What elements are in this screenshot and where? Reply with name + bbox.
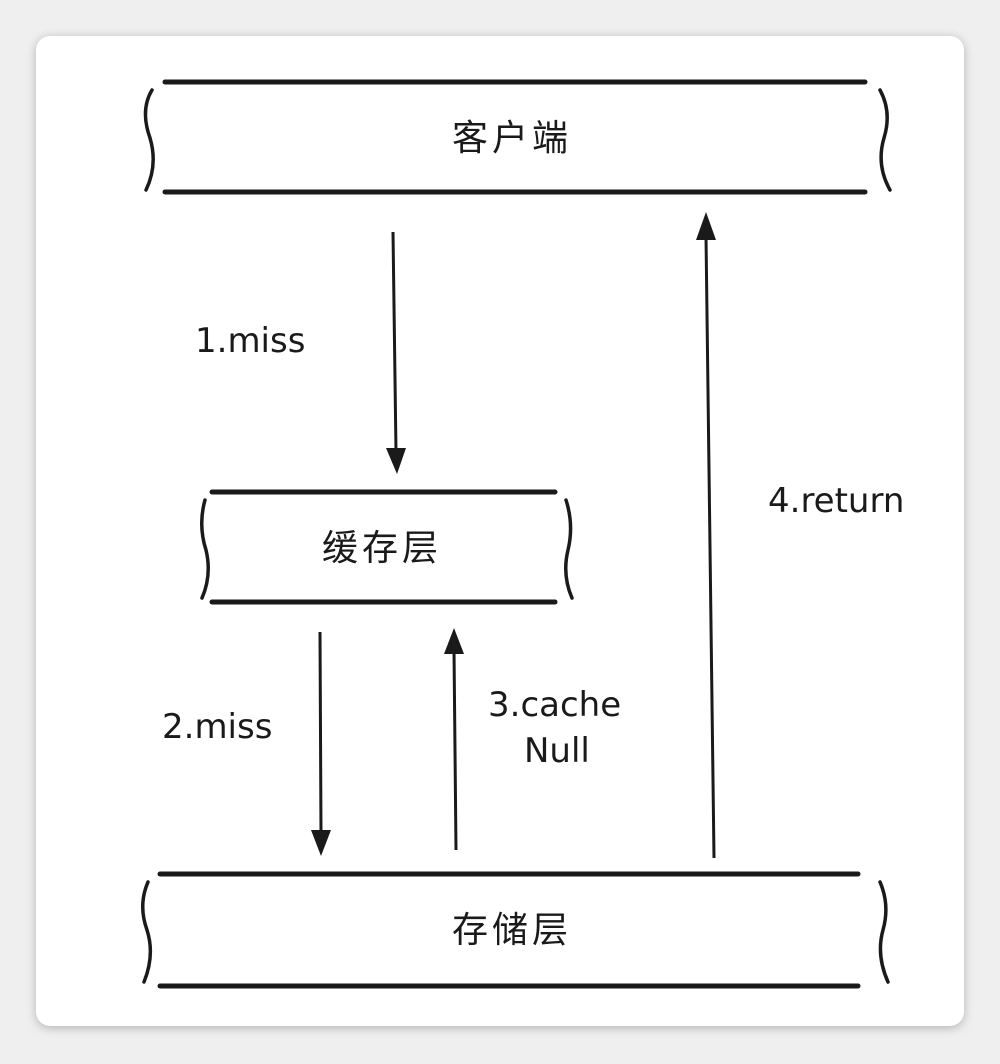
edge-1-label: 1.miss: [195, 321, 305, 361]
arrow-4-head: [696, 212, 716, 240]
arrow-1-line: [391, 231, 398, 453]
client-right-bracket: [878, 88, 892, 192]
arrow-2-head: [311, 830, 331, 856]
client-label: 客户端: [452, 118, 572, 159]
cache-left-bracket: [200, 498, 210, 600]
arrow-3-line: [452, 649, 458, 851]
cache-label: 缓存层: [322, 528, 442, 569]
edge-4-label: 4.return: [768, 481, 904, 521]
cache-right-bracket: [564, 498, 574, 600]
arrow-3-head: [444, 628, 464, 654]
arrow-2-line: [318, 631, 323, 835]
client-left-bracket: [143, 88, 155, 192]
edge-2-label: 2.miss: [162, 707, 272, 747]
storage-left-bracket: [141, 880, 153, 984]
edge-3-label-line1: 3.cache: [488, 685, 621, 725]
storage-right-bracket: [878, 880, 890, 984]
storage-node: 存储层: [141, 871, 890, 989]
arrow-4-line: [704, 235, 716, 859]
cache-node: 缓存层: [200, 489, 574, 605]
arrow-3-cache-null: [444, 628, 464, 851]
diagram-card: [36, 36, 964, 1026]
arrow-4-return: [696, 212, 716, 859]
arrow-2-miss: [311, 631, 331, 856]
storage-label: 存储层: [452, 910, 572, 951]
arrow-1-miss: [386, 231, 406, 474]
edge-3-label-line2: Null: [524, 731, 590, 771]
client-node: 客户端: [143, 79, 892, 195]
arrow-1-head: [386, 448, 406, 474]
